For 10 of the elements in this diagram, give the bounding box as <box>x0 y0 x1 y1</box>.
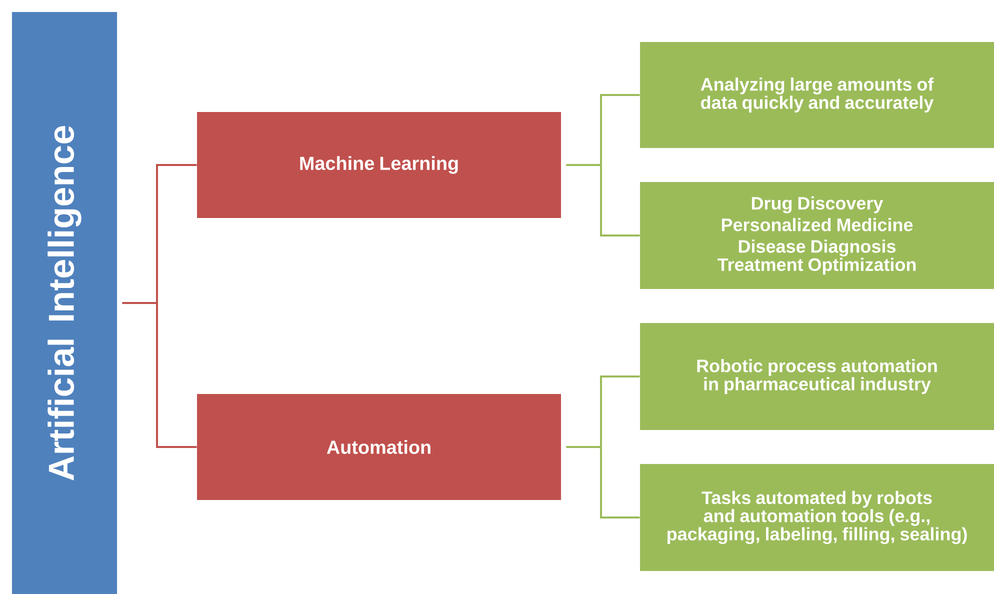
detail-box: Drug Discovery Personalized Medicine Disease Diagnosis Treatment Optimization <box>640 182 994 289</box>
connector <box>122 302 197 448</box>
connector <box>566 164 640 236</box>
category-box: Machine Learning <box>197 112 561 218</box>
detail-box: Tasks automated by robots and automation tools (e.g., packaging, labeling, filling, sealing) <box>640 464 994 571</box>
title-bar: Artificial Intelligence <box>12 12 118 594</box>
connector <box>566 446 640 518</box>
category-box: Automation <box>197 394 561 500</box>
detail-box: Analyzing large amounts of data quickly and accurately <box>640 42 994 148</box>
detail-box: Robotic process automation in pharmaceutical industry <box>640 323 994 430</box>
